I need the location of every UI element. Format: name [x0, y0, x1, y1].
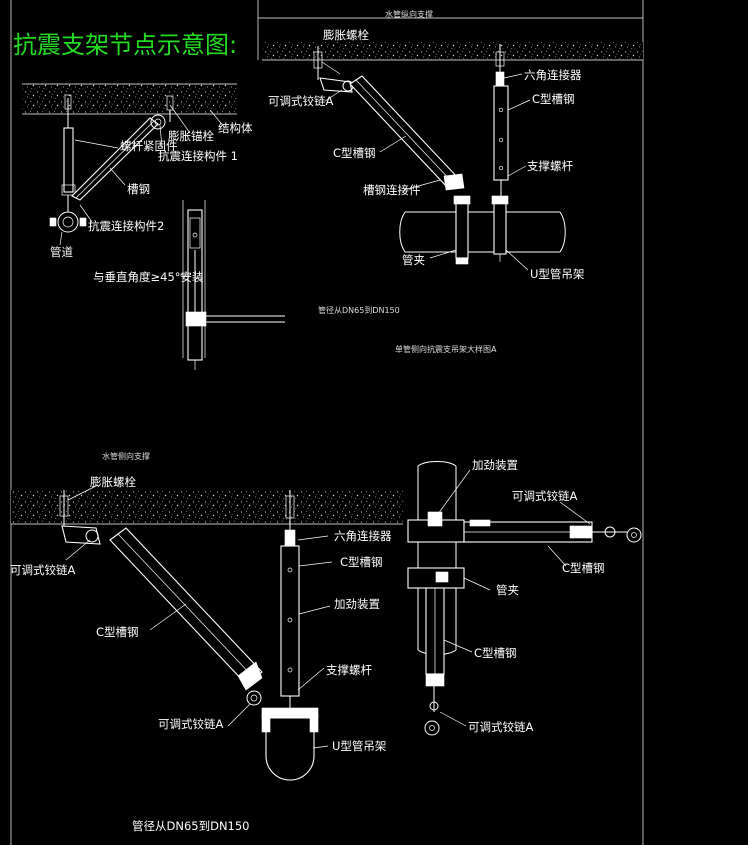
- view3-label-reinforce: 加劲装置: [334, 597, 380, 611]
- view3-caption-range: 管径从DN65到DN150: [132, 819, 250, 833]
- view4-diagram: [407, 461, 642, 736]
- view4-label-pipe-clamp: 管夹: [496, 583, 519, 597]
- label-channel: 槽钢: [127, 182, 150, 196]
- label-connector-2: 抗震连接构件2: [88, 219, 164, 233]
- view3-label-adj-hinge-bottom: 可调式铰链A: [158, 717, 223, 731]
- label-pipe: 管道: [50, 245, 73, 259]
- label-install-angle: 与垂直角度≥45°安装: [93, 270, 204, 284]
- view3-label-c-channel-vert: C型槽钢: [340, 555, 383, 569]
- view2-caption-title: 单管侧向抗震支吊架大样图A: [395, 344, 497, 354]
- view2-label-hex-connector: 六角连接器: [524, 68, 582, 82]
- view2-label-channel-connector: 槽钢连接件: [363, 183, 421, 197]
- drawing-frame: [10, 0, 644, 845]
- view2-label-support-rod: 支撑螺杆: [527, 159, 573, 173]
- view3-label-hex-connector: 六角连接器: [334, 529, 392, 543]
- view2-label-u-hanger: U型管吊架: [530, 267, 584, 281]
- view2-label-c-channel-right: C型槽钢: [532, 92, 575, 106]
- view1-diagram: [22, 83, 285, 370]
- view2-label-pipe-clamp: 管夹: [402, 253, 425, 267]
- view4-label-c-channel-h: C型槽钢: [562, 561, 605, 575]
- view4-label-reinforce: 加劲装置: [472, 458, 518, 472]
- view3-label-c-channel-diag: C型槽钢: [96, 625, 139, 639]
- view3-label-expansion-bolt: 膨胀螺栓: [90, 475, 136, 489]
- view2-header: 水管纵向支撑: [385, 9, 433, 19]
- label-structure: 结构体: [218, 121, 253, 135]
- view4-label-adj-hinge-bottom: 可调式铰链A: [468, 720, 533, 734]
- view4-label-c-channel-v: C型槽钢: [474, 646, 517, 660]
- view3-diagram: [11, 485, 403, 781]
- label-expansion-anchor: 膨胀锚栓: [168, 129, 214, 143]
- view3-label-support-rod: 支撑螺杆: [326, 663, 372, 677]
- label-connector-1: 抗震连接构件 1: [158, 149, 238, 163]
- drawing-title: 抗震支架节点示意图:: [13, 31, 237, 59]
- view2-caption-range: 管径从DN65到DN150: [318, 305, 400, 315]
- view3-label-adj-hinge-left: 可调式铰链A: [10, 563, 75, 577]
- label-thread-rod-fixer: 螺杆紧固件: [120, 139, 178, 153]
- view2-label-c-channel-left: C型槽钢: [333, 146, 376, 160]
- view3-label-u-hanger: U型管吊架: [332, 739, 386, 753]
- view2-label-adj-hinge: 可调式铰链A: [268, 94, 333, 108]
- view2-diagram: [262, 42, 643, 271]
- view3-header: 水管侧向支撑: [102, 451, 150, 461]
- view4-label-adj-hinge-top: 可调式铰链A: [512, 489, 577, 503]
- view2-label-expansion-bolt: 膨胀螺栓: [323, 28, 369, 42]
